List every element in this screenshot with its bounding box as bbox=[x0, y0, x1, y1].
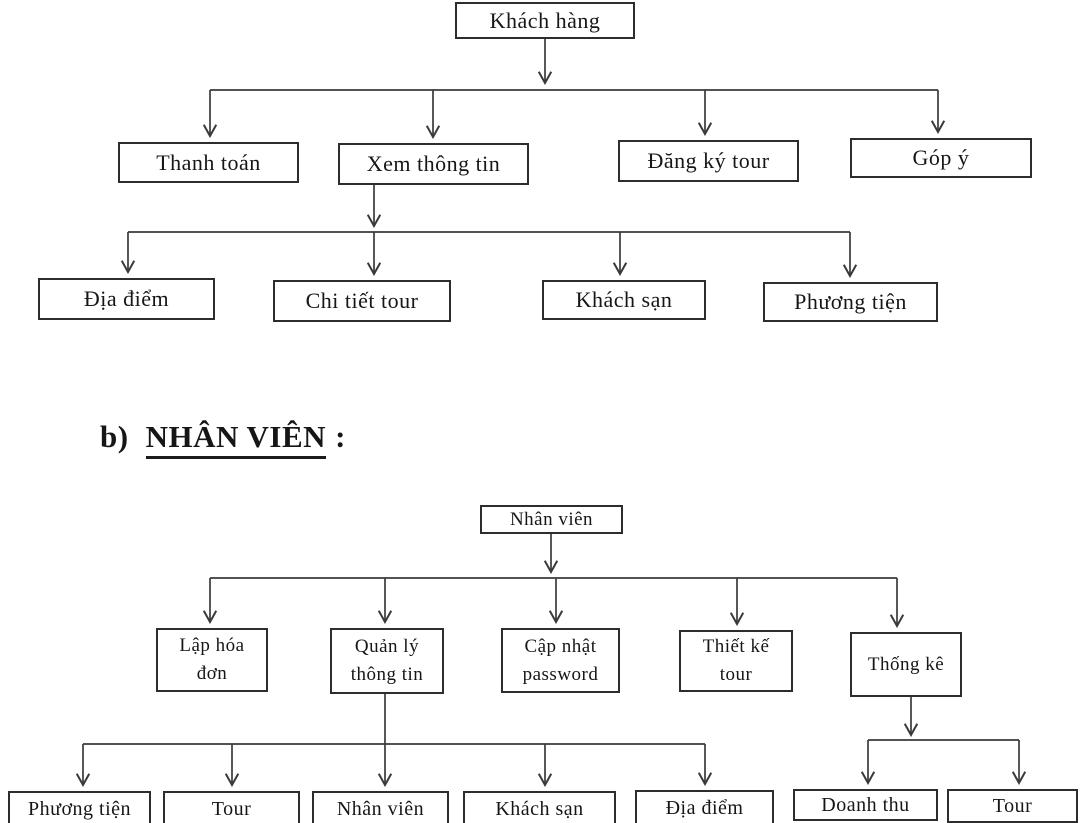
node-label-line2: thông tin bbox=[350, 664, 424, 685]
heading-colon: : bbox=[335, 419, 346, 454]
node-dia-diem: Địa điểm bbox=[38, 278, 215, 320]
node-b-phuong-tien: Phương tiện bbox=[8, 791, 151, 823]
node-phuong-tien: Phương tiện bbox=[763, 282, 938, 322]
node-khach-hang-root: Khách hàng bbox=[455, 2, 635, 39]
node-b-nhan-vien: Nhân viên bbox=[312, 791, 449, 823]
node-chi-tiet-tour: Chi tiết tour bbox=[273, 280, 451, 322]
node-thanh-toan: Thanh toán bbox=[118, 142, 299, 183]
section-heading: b) NHÂN VIÊN: bbox=[100, 419, 346, 459]
node-label-line1: Thống kê bbox=[867, 653, 945, 675]
node-thong-ke: Thống kê bbox=[850, 632, 962, 697]
node-cap-nhat-password: Cập nhật password bbox=[501, 628, 620, 693]
heading-prefix: b) bbox=[100, 419, 129, 454]
node-quan-ly-thong-tin: Quản lý thông tin bbox=[330, 628, 444, 694]
node-nhan-vien-root: Nhân viên bbox=[480, 505, 623, 534]
node-khach-san: Khách sạn bbox=[542, 280, 706, 320]
node-b-khach-san: Khách sạn bbox=[463, 791, 616, 823]
node-label-line2: password bbox=[522, 663, 599, 685]
heading-title: NHÂN VIÊN bbox=[145, 419, 327, 459]
node-label-line2: đơn bbox=[196, 663, 228, 684]
node-lap-hoa-don: Lập hóa đơn bbox=[156, 628, 268, 692]
node-dang-ky-tour: Đăng ký tour bbox=[618, 140, 799, 182]
node-doanh-thu: Doanh thu bbox=[793, 789, 938, 821]
node-label-line1: Thiết kế bbox=[702, 636, 770, 657]
node-b-tour-stats: Tour bbox=[947, 789, 1078, 823]
customer-connectors bbox=[128, 39, 938, 276]
node-label-line2: tour bbox=[719, 664, 753, 685]
node-b-tour-manage: Tour bbox=[163, 791, 300, 823]
node-thiet-ke-tour: Thiết kế tour bbox=[679, 630, 793, 692]
node-label-line1: Quản lý bbox=[354, 636, 420, 657]
node-gop-y: Góp ý bbox=[850, 138, 1032, 178]
staff-connectors bbox=[83, 534, 1019, 785]
node-b-dia-diem: Địa điểm bbox=[635, 790, 774, 823]
node-xem-thong-tin: Xem thông tin bbox=[338, 143, 529, 185]
node-label-line1: Lập hóa bbox=[179, 635, 245, 656]
node-label-line1: Cập nhật bbox=[524, 635, 597, 657]
